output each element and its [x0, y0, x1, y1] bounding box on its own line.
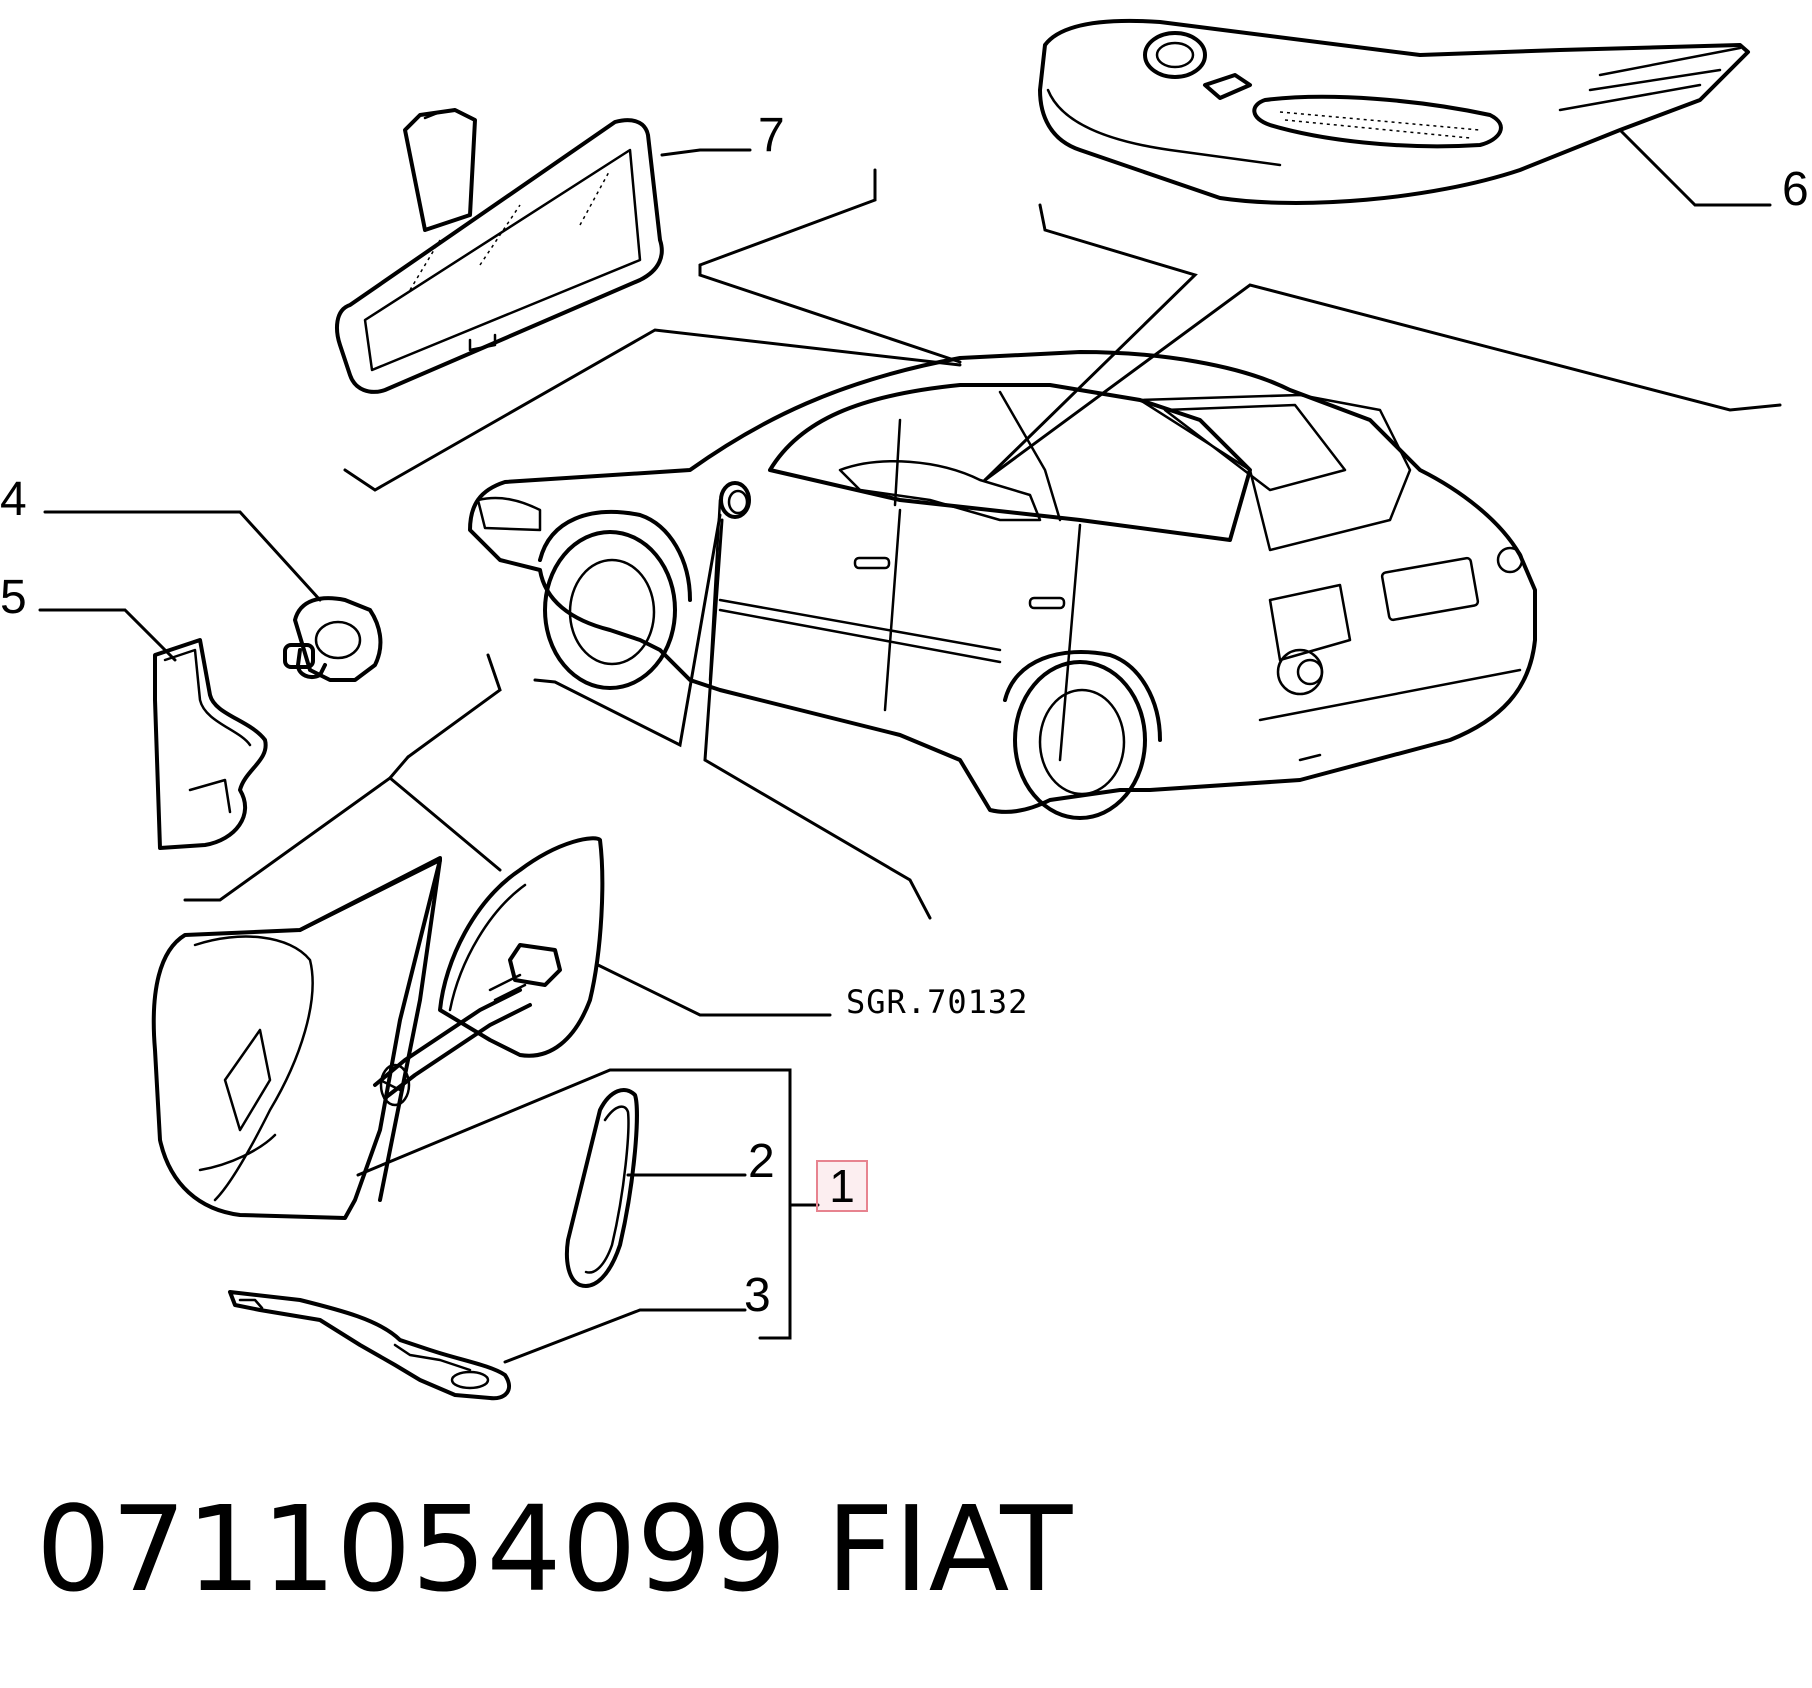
- part-3-heating-element: [228, 1290, 511, 1401]
- part-7-rearview-mirror: [335, 108, 664, 394]
- part-6-roof-console: [1038, 18, 1750, 205]
- callout-5: 5: [0, 571, 27, 624]
- callout-7: 7: [758, 109, 785, 162]
- callout-2: 2: [748, 1135, 775, 1188]
- part-5-trim-cover: [153, 638, 268, 850]
- callout-3: 3: [744, 1269, 771, 1322]
- callout-4: 4: [0, 473, 27, 526]
- brand-label: FIAT: [826, 1480, 1073, 1618]
- reference-code: SGR.70132: [846, 983, 1029, 1021]
- callout-6: 6: [1782, 163, 1809, 216]
- part-2-mirror-glass: [564, 1088, 639, 1288]
- part-1-exterior-mirror: [151, 836, 605, 1220]
- car-illustration: [468, 350, 1537, 820]
- leader-lines: [38, 128, 1782, 1364]
- part-4-clip: [283, 596, 383, 682]
- callout-1: 1: [829, 1160, 855, 1212]
- part-number: 0711054099: [36, 1480, 787, 1618]
- callout-1-highlight[interactable]: 1: [816, 1160, 868, 1212]
